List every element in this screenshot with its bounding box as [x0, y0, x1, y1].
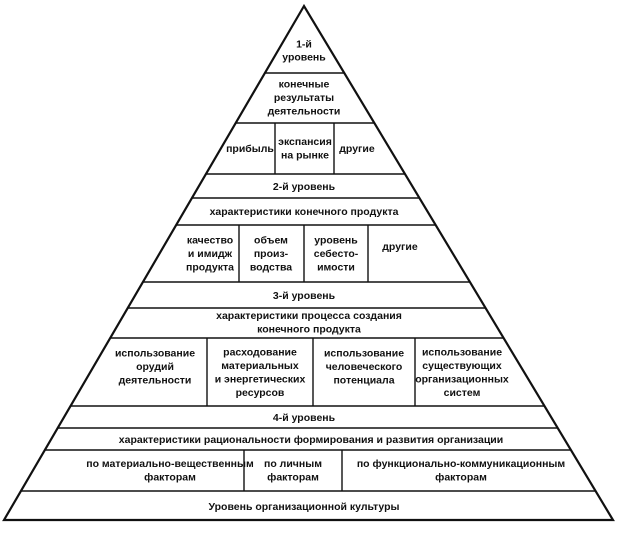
- level2-cell-cost: уровень себесто-имости: [314, 234, 359, 273]
- level1-title-line: 1-й: [296, 38, 312, 50]
- level3-cell-human-line: потенциала: [333, 374, 394, 386]
- level3-cell-systems-line: систем: [444, 387, 481, 399]
- level4-cell-personal-line: факторам: [267, 472, 319, 484]
- level1-cell-expansion: экспансия на рынке: [278, 136, 332, 162]
- level1-header-line: результаты: [274, 92, 334, 104]
- level3-header: характеристики процесса создания конечног…: [216, 310, 402, 336]
- level2-header-line: характеристики конечного продукта: [210, 206, 399, 218]
- level4-cell-functional: по функционально-коммуникационным фактора…: [357, 458, 566, 484]
- level2-cell-quality-line: и имидж: [188, 248, 233, 260]
- level1-cell-expansion-line: экспансия: [278, 136, 332, 148]
- level2-header: характеристики конечного продукта: [210, 206, 399, 218]
- level2-cell-volume-line: водства: [250, 261, 292, 273]
- level2-cell-quality-line: продукта: [186, 261, 234, 273]
- level3-cell-resources-line: материальных: [221, 360, 299, 372]
- level3-cell-tools-line: деятельности: [119, 374, 192, 386]
- level3-cell-systems-line: организационных: [415, 374, 509, 386]
- level3-cell-systems-line: использование: [422, 347, 502, 359]
- level1-title-line: уровень: [282, 51, 326, 63]
- level3-title-line: 3-й уровень: [273, 290, 336, 302]
- level4-title: 4-й уровень: [273, 412, 336, 424]
- level2-title: 2-й уровень: [273, 181, 336, 193]
- level1-cell-expansion-line: на рынке: [281, 150, 329, 162]
- base-culture-label: Уровень организационной культуры: [208, 501, 399, 513]
- level4-cell-material-line: факторам: [144, 472, 196, 484]
- level2-cell-quality-line: качество: [187, 234, 233, 246]
- level3-cell-human-line: использование: [324, 347, 404, 359]
- level4-title-line: 4-й уровень: [273, 412, 336, 424]
- level3-cell-systems-line: существующих: [422, 360, 502, 372]
- level3-title: 3-й уровень: [273, 290, 336, 302]
- level3-cell-resources-line: расходование: [223, 347, 297, 359]
- level4-cell-functional-line: по функционально-коммуникационным: [357, 458, 566, 470]
- level3-header-line: характеристики процесса создания: [216, 310, 402, 322]
- level4-cell-functional-line: факторам: [435, 472, 487, 484]
- level4-header: характеристики рациональности формирован…: [119, 434, 503, 446]
- level2-cell-cost-line: себесто-: [314, 248, 359, 260]
- level2-cell-cost-line: имости: [317, 261, 355, 273]
- level3-cell-tools-line: орудий: [136, 361, 174, 373]
- level2-cell-volume: объем произ-водства: [250, 234, 292, 273]
- level1-cell-profit: прибыль: [226, 143, 274, 155]
- level3-cell-resources-line: ресурсов: [236, 387, 285, 399]
- level2-cell-volume-line: произ-: [254, 248, 289, 260]
- level2-title-line: 2-й уровень: [273, 181, 336, 193]
- level3-cell-resources-line: и энергетических: [215, 374, 306, 386]
- level3-header-line: конечного продукта: [257, 324, 361, 336]
- level4-cell-personal: по личным факторам: [264, 458, 322, 484]
- level1-cell-other-line: другие: [339, 143, 375, 155]
- level1-header-line: конечные: [279, 78, 330, 90]
- base-culture-label-line: Уровень организационной культуры: [208, 501, 399, 513]
- level4-header-line: характеристики рациональности формирован…: [119, 434, 503, 446]
- level1-cell-profit-line: прибыль: [226, 143, 274, 155]
- level2-cell-volume-line: объем: [254, 234, 288, 246]
- level1-header-line: деятельности: [268, 105, 341, 117]
- level3-cell-tools-line: использование: [115, 347, 195, 359]
- pyramid-outline: [2, 3, 615, 522]
- level3-cell-human-line: человеческого: [326, 361, 403, 373]
- level2-cell-other: другие: [382, 241, 418, 253]
- level4-cell-material-line: по материально-вещественным: [86, 458, 254, 470]
- level2-cell-other-line: другие: [382, 241, 418, 253]
- level4-cell-material: по материально-вещественным факторам: [86, 458, 254, 484]
- level2-cell-cost-line: уровень: [314, 234, 358, 246]
- level1-cell-other: другие: [339, 143, 375, 155]
- level4-cell-personal-line: по личным: [264, 458, 322, 470]
